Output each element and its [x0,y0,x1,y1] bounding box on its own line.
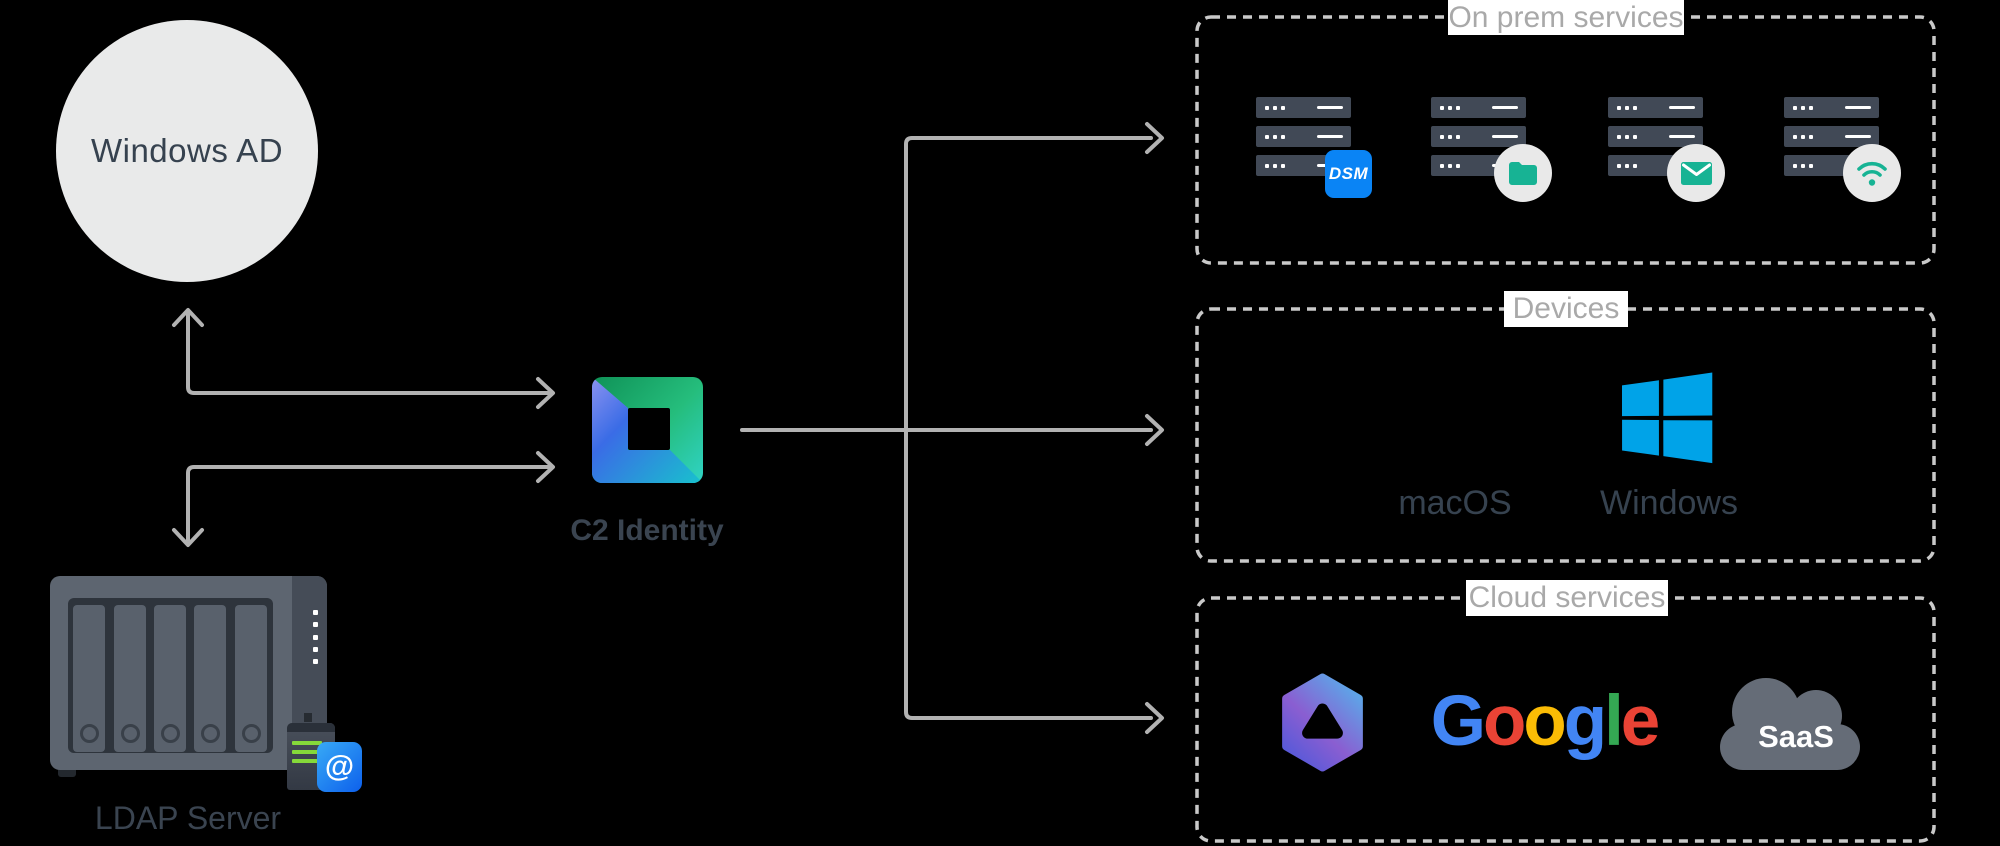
drive-bay [194,605,226,752]
nas-foot [58,770,76,777]
mail-icon [1667,144,1725,202]
arrow-ad-to-c2 [186,313,551,395]
wifi-icon [1843,144,1901,202]
c2-identity-label: C2 Identity [570,514,724,547]
ldap-nas-illustration [50,576,327,777]
macos-label: macOS [1398,484,1512,522]
nas-led [313,659,318,664]
tower-led [292,741,322,745]
arrow-ldap-to-c2 [186,465,551,542]
windows-logo [1622,372,1713,464]
dsm-badge: DSM [1325,150,1372,198]
arrowhead-right-onprem [1145,122,1164,154]
drive-bay [154,605,186,752]
branch-trunk [904,136,1153,720]
arrowhead-right-devices [1145,414,1164,446]
google-logo: Google [1428,676,1661,768]
nas-led [313,635,318,640]
drive-bay [235,605,267,752]
nas-led [313,647,318,652]
google-letter: e [1620,682,1660,761]
google-letter: G [1430,682,1486,761]
arrowhead-right-cloud [1145,702,1164,734]
drive-bay [114,605,146,752]
c2-identity-logo [592,377,703,483]
folder-icon [1494,144,1552,202]
devices-box-label: Devices [1504,291,1628,327]
google-letter: o [1482,682,1526,761]
devices-box-border [1195,307,1936,563]
google-letter: g [1563,682,1607,761]
nas-led [313,610,318,615]
nas-power-button [304,713,312,722]
ldap-server-label: LDAP Server [94,800,282,836]
drive-bay [73,605,105,752]
windows-ad-label: Windows AD [90,132,284,169]
windows-ad-node: Windows AD [56,20,318,282]
arrowhead-right-c2-bottom [536,451,555,483]
tower-led [292,759,322,763]
nas-led [313,622,318,627]
nas-drive-bezel [68,598,273,753]
cloud-box-label: Cloud services [1466,580,1668,616]
on-prem-box-label: On prem services [1448,0,1684,35]
server-stack-dsm [1256,97,1351,176]
google-letter: o [1523,682,1566,761]
at-glyph: @ [324,750,355,783]
windows-label: Windows [1600,484,1738,522]
dsm-label: DSM [1328,164,1369,183]
directory-at-icon: @ [317,742,362,792]
arrowhead-up-ad [172,308,204,327]
saas-cloud-icon [1720,678,1860,770]
saas-label: SaaS [1758,719,1834,754]
arrowhead-down-ldap [172,528,204,547]
tower-led [292,750,322,754]
microsoft-365-logo [1282,673,1363,772]
google-letter: l [1604,682,1624,761]
arrowhead-right-c2-top [536,377,555,409]
